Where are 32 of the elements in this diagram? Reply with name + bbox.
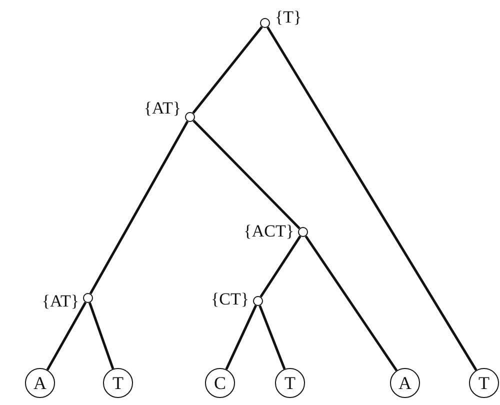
internal-node-circle (298, 227, 308, 237)
set-label: {ACT} (244, 222, 294, 240)
set-label: {T} (275, 8, 302, 26)
leaf-node-circle (25, 368, 55, 398)
tree-edge (260, 236, 302, 298)
tree-edge (192, 120, 300, 230)
leaf-label: A (398, 374, 412, 392)
tree-edge (266, 26, 478, 371)
tree-edge (46, 302, 87, 371)
leaf-label: C (214, 374, 226, 392)
leaf-node-circle (469, 368, 499, 398)
leaf-label: T (112, 374, 124, 392)
leaf-node-circle (275, 368, 305, 398)
tree-edge (225, 305, 258, 370)
tree-edge (258, 305, 286, 370)
internal-node-circle (185, 112, 195, 122)
leaf-label: T (478, 374, 490, 392)
set-label: {AT} (42, 292, 79, 310)
leaf-label: A (34, 374, 46, 392)
tree-edge (192, 26, 263, 114)
leaf-node-circle (390, 368, 420, 398)
set-label: {CT} (210, 290, 249, 308)
leaf-node-circle (205, 368, 235, 398)
internal-node-circle (260, 18, 270, 28)
internal-node-circle (83, 293, 93, 303)
set-label: {AT} (144, 100, 181, 116)
tree-edge (89, 120, 189, 294)
leaf-label: T (284, 374, 296, 392)
tree-edge (88, 302, 114, 370)
tree-edge (304, 235, 398, 372)
internal-node-circle (253, 296, 263, 306)
leaf-node-circle (103, 368, 133, 398)
